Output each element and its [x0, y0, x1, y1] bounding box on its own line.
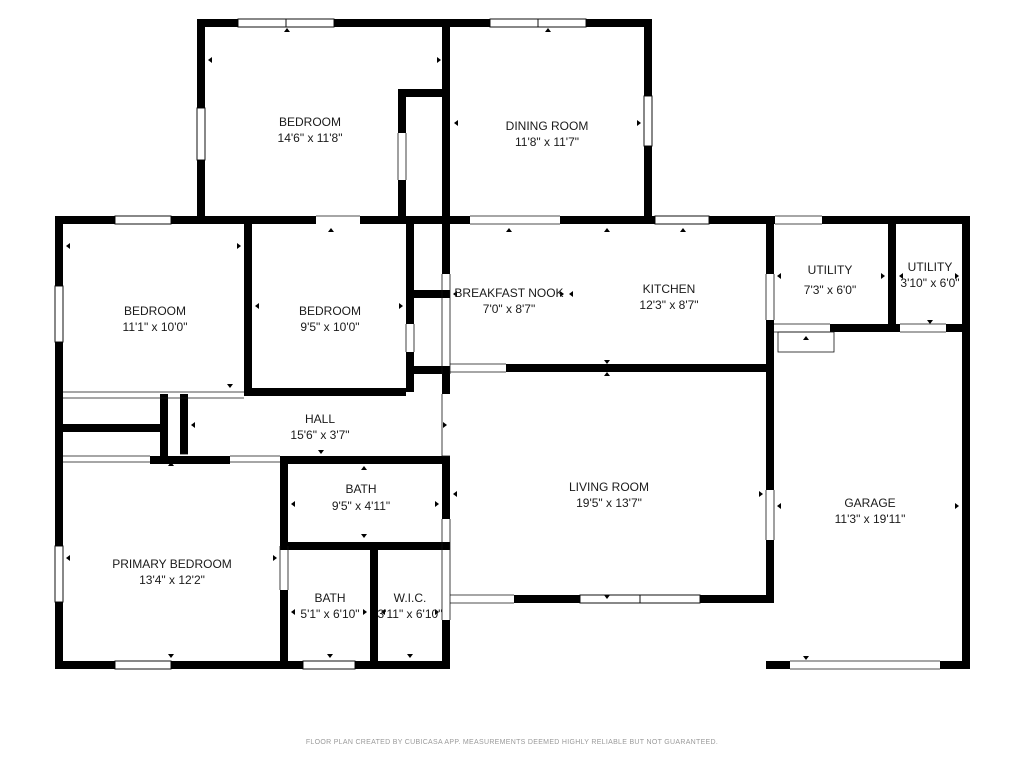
dimension-ticks — [66, 28, 959, 660]
door-lines — [63, 133, 946, 670]
room-name: BATH — [314, 591, 345, 605]
room-bath-2: BATH 5'1" x 6'10" — [300, 591, 359, 621]
room-dimensions: 11'1" x 10'0" — [123, 320, 188, 334]
room-name: GARAGE — [844, 496, 895, 510]
room-dining: DINING ROOM 11'8" x 11'7" — [506, 119, 589, 149]
room-breakfast-nook: BREAKFAST NOOK 7'0" x 8'7" — [454, 286, 563, 316]
room-utility-1: UTILITY 7'3" x 6'0" — [804, 263, 856, 297]
room-garage: GARAGE 11'3" x 19'11" — [835, 496, 906, 526]
room-name: UTILITY — [808, 263, 853, 277]
room-dimensions: 7'0" x 8'7" — [483, 302, 535, 316]
room-dimensions: 9'5" x 4'11" — [332, 499, 390, 513]
room-dimensions: 14'6" x 11'8" — [278, 131, 343, 145]
room-dimensions: 19'5" x 13'7" — [576, 496, 642, 510]
room-bedroom-left: BEDROOM 11'1" x 10'0" — [123, 304, 188, 334]
room-living: LIVING ROOM 19'5" x 13'7" — [569, 480, 649, 510]
room-dimensions: 3'11" x 6'10" — [378, 607, 443, 621]
room-primary-bedroom: PRIMARY BEDROOM 13'4" x 12'2" — [112, 557, 232, 587]
room-name: BATH — [345, 482, 376, 496]
walls — [55, 19, 970, 669]
room-dimensions: 5'1" x 6'10" — [300, 607, 359, 621]
room-dimensions: 7'3" x 6'0" — [804, 283, 856, 297]
room-name: DINING ROOM — [506, 119, 589, 133]
room-kitchen: KITCHEN 12'3" x 8'7" — [639, 282, 698, 312]
room-name: W.I.C. — [394, 591, 427, 605]
room-name: UTILITY — [908, 260, 953, 274]
room-utility-2: UTILITY 3'10" x 6'0" — [900, 260, 959, 290]
room-name: LIVING ROOM — [569, 480, 649, 494]
room-name: BEDROOM — [279, 115, 341, 129]
room-name: KITCHEN — [643, 282, 696, 296]
room-dimensions: 11'3" x 19'11" — [835, 512, 906, 526]
room-bedroom-top: BEDROOM 14'6" x 11'8" — [278, 115, 343, 145]
room-hall: HALL 15'6" x 3'7" — [290, 412, 349, 442]
room-dimensions: 9'5" x 10'0" — [300, 320, 359, 334]
room-bath-1: BATH 9'5" x 4'11" — [332, 482, 390, 513]
footer-disclaimer: FLOOR PLAN CREATED BY CUBICASA APP. MEAS… — [306, 739, 718, 746]
room-wic: W.I.C. 3'11" x 6'10" — [378, 591, 443, 621]
room-dimensions: 13'4" x 12'2" — [139, 573, 205, 587]
room-name: BEDROOM — [124, 304, 186, 318]
room-dimensions: 12'3" x 8'7" — [639, 298, 698, 312]
windows — [54, 18, 710, 670]
room-labels: BEDROOM 14'6" x 11'8" DINING ROOM 11'8" … — [112, 115, 959, 621]
room-name: BEDROOM — [299, 304, 361, 318]
room-name: PRIMARY BEDROOM — [112, 557, 232, 571]
room-name: BREAKFAST NOOK — [454, 286, 563, 300]
room-dimensions: 3'10" x 6'0" — [900, 276, 959, 290]
room-dimensions: 11'8" x 11'7" — [515, 135, 579, 149]
room-name: HALL — [305, 412, 335, 426]
room-bedroom-mid: BEDROOM 9'5" x 10'0" — [299, 304, 361, 334]
room-dimensions: 15'6" x 3'7" — [290, 428, 349, 442]
